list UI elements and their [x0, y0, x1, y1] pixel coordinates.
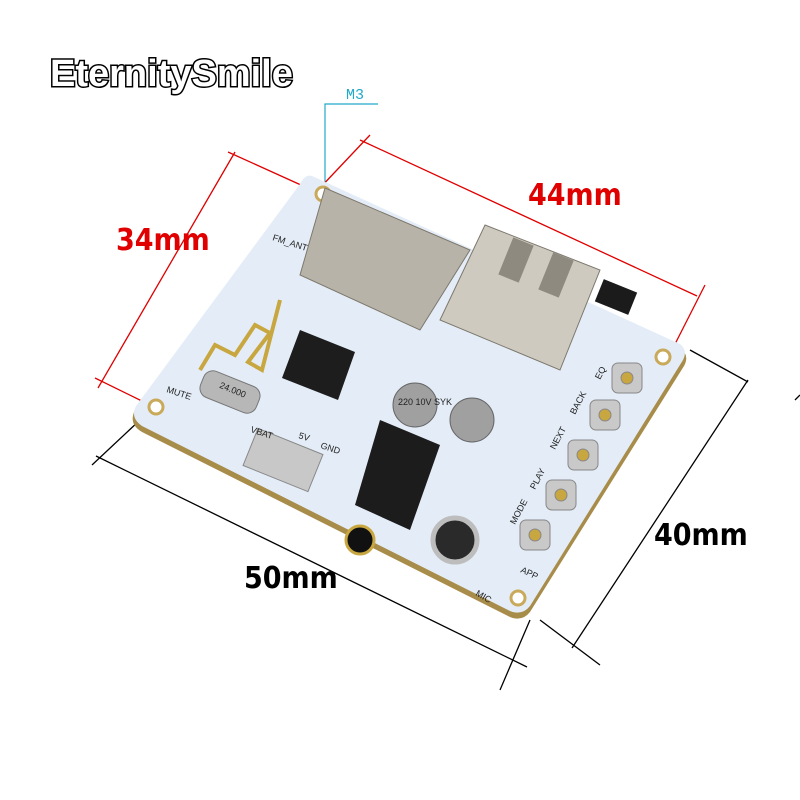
pcb-board: 24.000 220 10V SYK FM_ANT MUTE VBAT 5V G…: [132, 175, 687, 619]
audio-jack: [355, 420, 440, 530]
watermark: EternitySmile: [50, 53, 293, 95]
tact-buttons: [519, 362, 643, 551]
capacitor-1: [392, 382, 438, 428]
antenna-trace: [198, 299, 282, 374]
width-40mm-label: 40mm: [654, 518, 748, 553]
black-dimension-lines: [91, 349, 800, 691]
crystal: [199, 370, 261, 414]
sd-card-slot: [299, 187, 471, 331]
capacitor-label: 220 10V SYK: [398, 397, 452, 407]
m3-label: M3: [346, 87, 364, 104]
ir-receiver: [594, 279, 638, 315]
label-5v: 5V: [297, 430, 311, 443]
ic-chip: [282, 330, 355, 400]
length-50mm-label: 50mm: [244, 561, 338, 596]
m3-leader-line: [324, 103, 378, 192]
width-44mm-label: 44mm: [528, 178, 622, 213]
micro-usb-port: [242, 427, 324, 493]
height-34mm-label: 34mm: [116, 223, 210, 258]
microphone: [430, 515, 480, 565]
red-dimension-lines: [94, 134, 706, 406]
capacitor-2: [449, 397, 495, 443]
